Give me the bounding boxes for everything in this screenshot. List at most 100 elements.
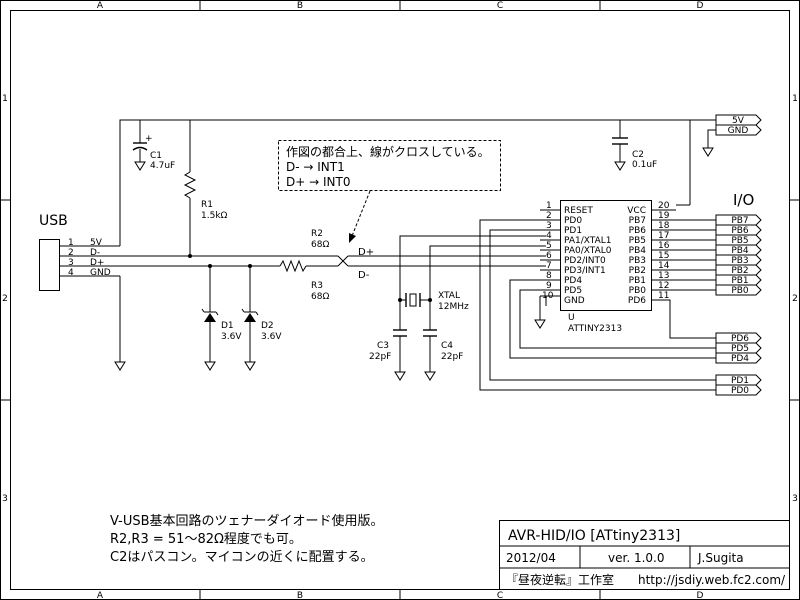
port-pd5: [715, 342, 762, 354]
mcu-pin-7-name: PD3/INT1: [564, 266, 606, 276]
r2-value: 68Ω: [311, 240, 329, 250]
port-pd0-label: PD0: [731, 386, 749, 396]
supply-gnd-symbol: [702, 147, 714, 157]
c1-ref: C1: [150, 151, 162, 161]
mcu-pin-20-name: VCC: [627, 206, 646, 216]
mcu-pin-13-name: PB1: [629, 276, 646, 286]
title-block-url: http://jsdiy.web.fc2.com/: [638, 573, 786, 587]
xtal-ref: XTAL: [438, 291, 460, 301]
zone-col-d-bottom: D: [697, 591, 704, 600]
d1-value: 3.6V: [221, 332, 242, 342]
title-block-version: ver. 1.0.0: [608, 551, 664, 565]
mcu-pin-7-num: 7: [546, 261, 552, 271]
r3-ref: R3: [311, 281, 323, 291]
c3-gnd-symbol: [394, 371, 406, 381]
title-block-author: J.Sugita: [697, 551, 744, 565]
port-pb6-label: PB6: [731, 226, 749, 236]
mcu-pin-19-name: PB7: [629, 216, 646, 226]
mcu-pin-9-name: PD5: [564, 286, 582, 296]
mcu-pin-4-name: PA1/XTAL1: [564, 236, 611, 246]
usb-pin-2-num: 2: [68, 248, 74, 258]
pd-wiring: [479, 219, 716, 391]
mcu-pin-14-num: 14: [658, 261, 670, 271]
zone-col-c-top: C: [497, 1, 503, 11]
port-pb2-label: PB2: [731, 266, 748, 276]
c4-value: 22pF: [441, 352, 463, 362]
d1-gnd-symbol: [204, 361, 216, 371]
zone-col-b-bottom: B: [297, 591, 303, 600]
port-pb0-label: PB0: [731, 286, 749, 296]
port-gnd-label: GND: [728, 126, 749, 136]
note-line-1: 作図の都合上、線がクロスしている。: [286, 144, 490, 159]
zone-col-b-top: B: [297, 1, 303, 11]
zone-col-d-top: D: [697, 1, 704, 11]
port-pb1: [715, 274, 762, 286]
c2-gnd-symbol: [614, 161, 626, 171]
c3-value: 22pF: [369, 352, 391, 362]
port-pb7-label: PB7: [731, 216, 748, 226]
description: V-USB基本回路のツェナーダイオード使用版。 R2,R3 = 51〜82Ω程度…: [110, 513, 384, 565]
usb-pin-3-num: 3: [68, 258, 74, 268]
capacitor-c2: C2 0.1uF: [612, 120, 657, 171]
resistor-r1: R1 1.5kΩ: [183, 120, 228, 256]
port-pd1: [715, 374, 762, 386]
usb-pin-1-num: 1: [68, 238, 74, 248]
c3-ref: C3: [377, 341, 389, 351]
zone-row-1-right: 1: [792, 94, 798, 104]
title-block-date: 2012/04: [506, 551, 556, 565]
mcu-pin-2-name: PD0: [564, 216, 582, 226]
pd-ports: PD6 PD5 PD4 PD1 PD0: [715, 332, 762, 396]
usb-pin-3-name: D+: [90, 258, 104, 268]
crystal-section: XTAL 12MHz C3 22pF C4 22pF: [369, 235, 546, 381]
usb-gnd-symbol: [114, 361, 126, 371]
mcu-pin-6-name: PD2/INT0: [564, 256, 606, 266]
zone-row-1-left: 1: [2, 94, 8, 104]
mcu-pin-20-num: 20: [658, 201, 670, 211]
usb-pin-2-name: D-: [90, 248, 100, 258]
zone-row-3-left: 3: [2, 494, 8, 504]
net-dminus-label: D-: [358, 270, 370, 281]
mcu-pin-15-num: 15: [658, 251, 669, 261]
zone-col-a-bottom: A: [97, 591, 104, 600]
c4-gnd-symbol: [424, 371, 436, 381]
c1-gnd-symbol: [134, 161, 146, 171]
port-pd6: [715, 332, 762, 344]
mcu-pin-17-name: PB5: [629, 236, 646, 246]
usb-data-lines: R2 68Ω R3 68Ω D+ D-: [188, 229, 546, 302]
mcu-pin-14-name: PB2: [629, 266, 646, 276]
usb-title: USB: [39, 213, 68, 229]
mcu-pin-15-name: PB3: [629, 256, 646, 266]
zone-col-a-top: A: [97, 1, 104, 11]
c4-ref: C4: [441, 341, 453, 351]
mcu-ref: U: [568, 313, 575, 323]
crossing-note: 作図の都合上、線がクロスしている。 D- → INT1 D+ → INT0: [278, 140, 501, 243]
description-line-1: V-USB基本回路のツェナーダイオード使用版。: [110, 513, 384, 529]
mcu-pin-16-name: PB4: [629, 246, 647, 256]
zone-col-c-bottom: C: [497, 591, 503, 600]
port-pb5-label: PB5: [731, 236, 748, 246]
mcu-pin-18-name: PB6: [629, 226, 647, 236]
mcu-pin-19-num: 19: [658, 211, 670, 221]
port-pb4-label: PB4: [731, 246, 749, 256]
mcu-pin-12-num: 12: [658, 281, 669, 291]
port-5v: [715, 114, 762, 126]
c1-polarity: +: [145, 134, 153, 144]
c2-ref: C2: [632, 150, 644, 160]
port-pd0: [715, 384, 762, 396]
mcu-pin-18-num: 18: [658, 221, 670, 231]
io-ports: I/O PB7 PB6 PB5 PB4 PB3 PB2 PB1 PB0: [715, 191, 762, 296]
power-ports: 5V GND: [715, 114, 762, 136]
usb-pin-1-name: 5V: [90, 238, 103, 248]
d2-gnd-symbol: [244, 361, 256, 371]
mcu-pin-11-name: PD6: [628, 296, 646, 306]
title-block-studio: 『昼夜逆転』工作室: [506, 572, 614, 587]
port-pb1-label: PB1: [731, 276, 748, 286]
mcu-pin-11-num: 11: [658, 291, 669, 301]
mcu-pin-16-num: 16: [658, 241, 670, 251]
mcu-pin-1-name: RESET: [564, 206, 593, 216]
title-block-title: AVR-HID/IO [ATtiny2313]: [508, 528, 680, 544]
zener-d1: D1 3.6V: [201, 266, 242, 371]
mcu-pin-8-name: PD4: [564, 276, 582, 286]
net-dplus-label: D+: [358, 247, 374, 258]
